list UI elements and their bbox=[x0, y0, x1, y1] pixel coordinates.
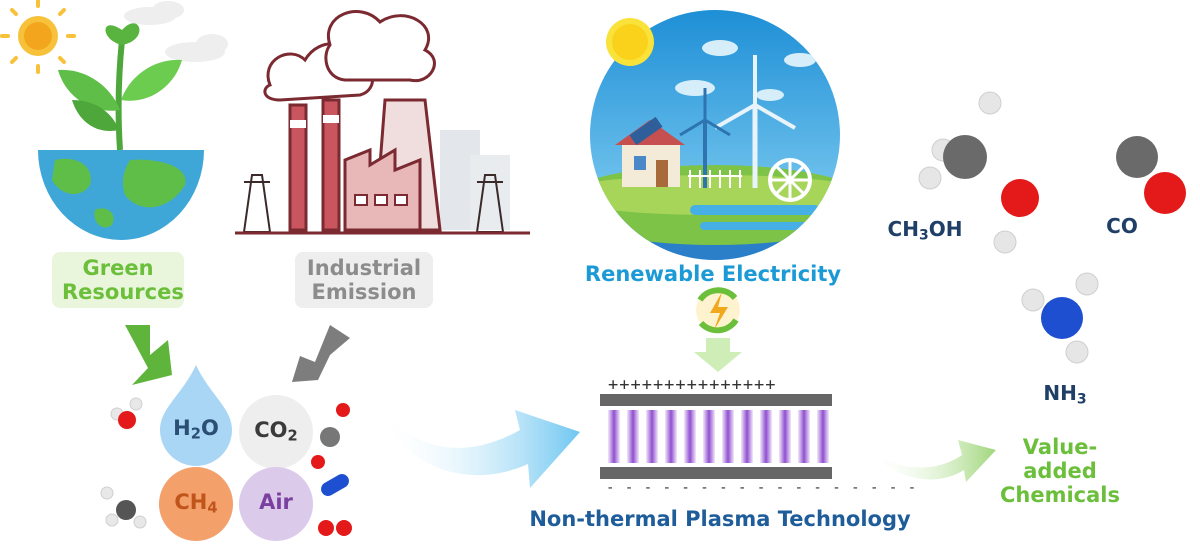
plasma-discharge-filament bbox=[798, 410, 810, 463]
green-resources-label: Green Resources bbox=[52, 252, 184, 309]
plasma-reactor bbox=[600, 394, 832, 479]
ch4-circle bbox=[159, 467, 233, 541]
industrial-emission-line-2: Emission bbox=[311, 280, 417, 305]
methane-molecule-icon bbox=[100, 486, 147, 529]
methanol-molecule-icon bbox=[918, 91, 1039, 254]
plasma-discharge-filament bbox=[646, 410, 658, 463]
co2-circle bbox=[239, 395, 313, 469]
sun-icon bbox=[0, 0, 76, 74]
value-added-line-1: Value-added bbox=[1022, 435, 1098, 484]
value-added-chemicals-label: Value-added Chemicals bbox=[990, 435, 1130, 507]
feed-to-plasma-arrow bbox=[378, 408, 580, 488]
negative-electrode-signs: - - - - - - - - - - - - - - - - - bbox=[606, 480, 918, 496]
value-added-line-2: Chemicals bbox=[999, 483, 1120, 508]
plasma-discharge-filament bbox=[779, 410, 791, 463]
ch4-label: CH4 bbox=[174, 490, 218, 517]
industrial-emission-label: Industrial Emission bbox=[295, 252, 433, 309]
plasma-discharge-filament bbox=[627, 410, 639, 463]
plasma-discharge-filament bbox=[722, 410, 734, 463]
oxygen-molecule-icon bbox=[318, 520, 352, 536]
plasma-discharge-filament bbox=[817, 410, 829, 463]
nitrogen-molecule-icon bbox=[321, 474, 349, 496]
h2o-label: H2O bbox=[173, 416, 219, 443]
plasma-discharge-filament bbox=[703, 410, 715, 463]
co2-label: CO2 bbox=[254, 418, 298, 445]
water-drop-icon bbox=[160, 365, 232, 466]
plant-globe-icon bbox=[38, 23, 204, 240]
green-resources-line-2: Resources bbox=[62, 280, 184, 305]
factory-icon bbox=[235, 10, 530, 235]
renewable-scene-icon bbox=[590, 10, 840, 260]
plasma-discharge-filament bbox=[608, 410, 620, 463]
plasma-discharge-filament bbox=[760, 410, 772, 463]
positive-electrode-signs: +++++++++++++++ bbox=[608, 375, 777, 395]
ammonia-label: NH3 bbox=[1043, 381, 1087, 408]
renewable-electricity-label: Renewable Electricity bbox=[584, 262, 842, 286]
cloud-icon bbox=[124, 1, 228, 62]
plasma-to-products-arrow bbox=[868, 440, 996, 482]
ammonia-molecule-icon bbox=[1021, 272, 1099, 364]
air-circle bbox=[239, 467, 313, 541]
down-arrow bbox=[694, 338, 742, 372]
green-down-arrow bbox=[125, 325, 172, 385]
air-label: Air bbox=[259, 490, 293, 514]
methanol-label: CH3OH bbox=[887, 217, 963, 244]
green-resources-line-1: Green bbox=[82, 256, 154, 280]
plasma-discharge-filament bbox=[684, 410, 696, 463]
water-molecule-icon bbox=[110, 397, 143, 429]
industrial-emission-line-1: Industrial bbox=[306, 256, 422, 280]
plasma-technology-label: Non-thermal Plasma Technology bbox=[529, 507, 911, 531]
plasma-discharge-filament bbox=[741, 410, 753, 463]
co2-molecule-icon bbox=[311, 403, 350, 469]
plasma-discharge-filament bbox=[665, 410, 677, 463]
carbon-monoxide-label: CO bbox=[1106, 214, 1138, 238]
carbon-monoxide-molecule-icon bbox=[1116, 136, 1186, 214]
grey-down-arrow bbox=[292, 325, 350, 382]
lightning-cycle-icon bbox=[696, 287, 740, 334]
